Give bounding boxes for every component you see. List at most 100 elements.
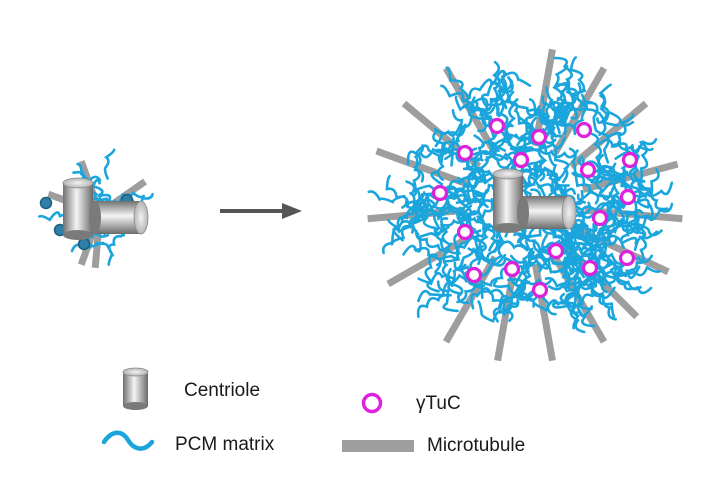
pcm-fiber — [547, 261, 575, 291]
pcm-fiber — [619, 208, 644, 249]
legend-label-gtuc: γTuC — [416, 393, 461, 414]
legend-label-pcm: PCM matrix — [175, 434, 275, 455]
pcm-fiber — [439, 238, 452, 279]
pcm-fiber — [392, 207, 419, 242]
pcm-fiber — [552, 65, 569, 102]
pcm-fiber — [596, 228, 638, 245]
pcm-fiber — [551, 253, 591, 266]
pcm-fiber — [620, 265, 661, 277]
pcm-fiber — [417, 281, 454, 303]
pcm-fiber — [590, 286, 617, 321]
pcm-fiber — [623, 221, 663, 237]
pcm-fiber — [581, 108, 609, 137]
gtuc-complex — [465, 266, 483, 284]
pcm-fiber — [498, 281, 527, 314]
pcm-fiber — [568, 201, 592, 240]
pcm-fiber — [598, 94, 609, 137]
pcm-fiber — [569, 293, 586, 334]
pcm-fiber — [385, 174, 410, 206]
pcm-fiber — [464, 245, 484, 285]
right-arrow-icon — [220, 203, 302, 219]
pcm-fiber — [486, 226, 503, 265]
gtuc-complex — [39, 196, 53, 210]
pcm-fiber — [565, 266, 584, 304]
microtubule-bar-icon — [342, 440, 414, 452]
gtuc-complex — [531, 281, 549, 299]
pcm-fiber — [568, 147, 586, 186]
pcm-fiber — [584, 231, 604, 270]
pcm-fiber — [504, 90, 517, 131]
large-pcm-matrix — [367, 56, 674, 334]
pcm-fiber — [573, 93, 588, 133]
pcm-fiber — [496, 70, 508, 110]
pcm-fiber — [493, 69, 532, 87]
pcm-fiber — [427, 191, 463, 209]
small-centriole-pair — [62, 177, 149, 240]
legend — [101, 367, 414, 452]
gtuc-complex — [530, 128, 548, 146]
pcm-fiber — [537, 233, 549, 273]
small-centrosome — [38, 148, 154, 269]
pcm-fiber — [585, 101, 620, 127]
pcm-fiber — [602, 131, 622, 164]
large-centrosome — [367, 48, 683, 362]
pcm-fiber — [451, 109, 464, 148]
legend-label-microtubule: Microtubule — [427, 435, 526, 456]
pcm-fiber — [477, 266, 512, 288]
pcm-fiber — [402, 244, 442, 267]
pcm-fiber — [534, 241, 566, 270]
gtuc-ring-icon — [361, 392, 383, 414]
pcm-fiber — [617, 138, 658, 153]
pcm-fiber — [576, 293, 596, 328]
large-centriole-horizontal — [517, 195, 577, 230]
pcm-fiber — [614, 144, 654, 160]
gtuc-complex — [591, 209, 609, 227]
gtuc-complex — [619, 188, 637, 206]
pcm-fiber — [477, 189, 493, 227]
pcm-fiber — [441, 190, 482, 208]
pcm-fiber — [601, 273, 642, 291]
pcm-fiber — [433, 117, 473, 137]
pcm-fiber — [578, 224, 592, 266]
pcm-fiber — [454, 95, 488, 116]
gtuc-complex — [488, 117, 506, 135]
gtuc-complex — [456, 144, 474, 162]
pcm-fiber — [76, 162, 102, 184]
gtuc-complex — [579, 161, 597, 179]
pcm-fiber — [601, 165, 633, 198]
pcm-fiber — [625, 235, 648, 273]
pcm-fiber — [411, 196, 430, 236]
pcm-fiber — [482, 290, 514, 322]
pcm-fiber — [551, 98, 567, 135]
small-centriole-vertical — [62, 177, 94, 240]
pcm-fiber — [631, 211, 647, 251]
gtuc-complex — [431, 184, 449, 202]
pcm-fiber — [436, 280, 459, 313]
pcm-squiggle-icon — [101, 430, 155, 451]
pcm-fiber — [589, 251, 620, 280]
pcm-fiber — [632, 170, 650, 209]
pcm-fiber — [445, 66, 470, 103]
pcm-fiber — [554, 82, 588, 110]
pcm-fiber — [492, 279, 534, 301]
gtuc-complex — [512, 151, 530, 169]
pcm-fiber — [390, 215, 421, 246]
pcm-fiber — [550, 186, 585, 218]
pcm-fiber — [445, 273, 486, 289]
pcm-fiber — [545, 86, 567, 124]
gtuc-complex — [77, 237, 91, 251]
pcm-fiber — [552, 300, 594, 318]
large-centriole-pair — [492, 168, 577, 233]
pcm-fiber — [440, 217, 461, 255]
pcm-fiber — [470, 287, 505, 310]
gtuc-complex — [621, 151, 639, 169]
small-centriole-horizontal — [89, 200, 149, 235]
microtubule — [375, 147, 470, 188]
centriole-icon — [122, 367, 149, 410]
pcm-fiber — [459, 206, 482, 243]
pcm-fiber — [599, 172, 634, 195]
pcm-fiber — [577, 281, 616, 300]
large-gtuc-complexes — [431, 117, 639, 299]
pcm-fiber — [551, 100, 577, 136]
